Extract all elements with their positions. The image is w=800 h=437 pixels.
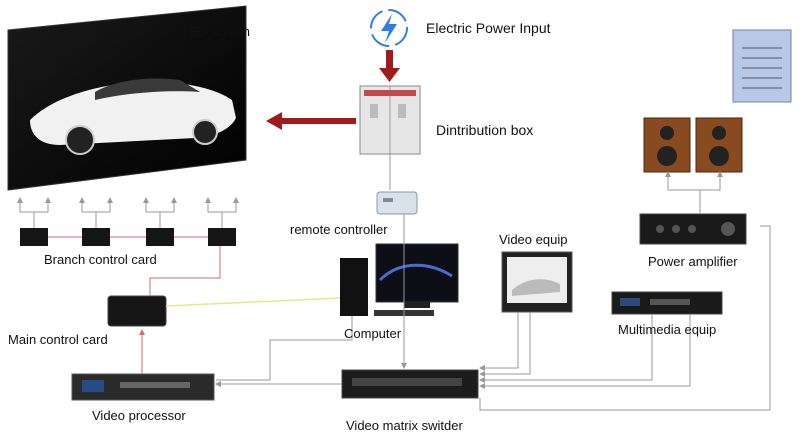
spec-sheet	[732, 29, 792, 103]
power-arrow	[379, 50, 400, 82]
power-input-label: Electric Power Input	[426, 20, 551, 36]
lightning-bolt-icon	[370, 9, 408, 47]
led-screen-label: LED screen	[182, 24, 250, 39]
video-matrix-switcher-device	[341, 369, 479, 399]
branch-to-screen-links	[17, 197, 239, 228]
branch-card-label: Branch control card	[44, 252, 157, 267]
car-image	[30, 78, 236, 155]
power-amplifier-device	[639, 213, 747, 245]
video-equip-label: Video equip	[499, 232, 568, 247]
led-screen	[7, 5, 247, 191]
video-processor-device	[71, 373, 215, 401]
video-equip-device	[501, 251, 573, 313]
distribution-box-label: Dintribution box	[436, 122, 534, 138]
power-arrow-to-screen	[266, 112, 356, 130]
remote-controller-device	[376, 191, 418, 215]
multimedia-equip-label: Multimedia equip	[618, 322, 717, 337]
matrix-input-links	[479, 171, 771, 411]
computer-label: Computer	[344, 326, 402, 341]
branch-card-links	[48, 236, 221, 296]
speakers	[643, 117, 743, 173]
matrix-switcher-label: Video matrix switder	[346, 418, 463, 433]
remote-controller-label: remote controller	[290, 222, 388, 237]
power-amplifier-label: Power amplifier	[648, 254, 738, 269]
branch-control-cards	[20, 228, 236, 246]
main-control-card-device	[107, 295, 167, 327]
computer-device	[340, 243, 459, 316]
video-processor-label: Video processor	[92, 408, 186, 423]
main-card-label: Main control card	[8, 332, 108, 347]
distribution-box	[359, 85, 421, 155]
multimedia-equip-device	[611, 291, 723, 315]
